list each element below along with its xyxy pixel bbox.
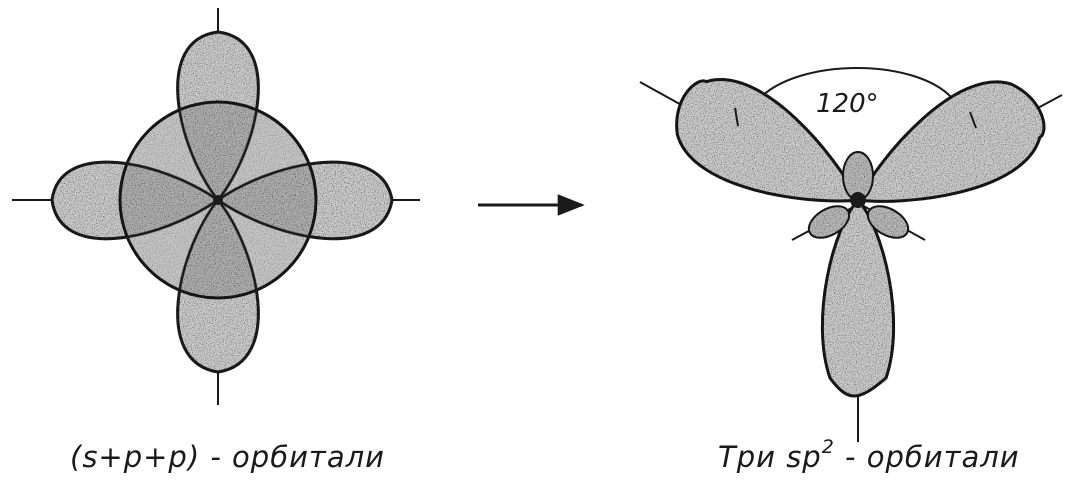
caption-sp2: Три sp2 - орбитали xyxy=(718,440,1020,474)
s-p-p-orbitals xyxy=(12,8,420,405)
caption-sp2-prefix: Три sp xyxy=(718,440,822,474)
right-nucleus xyxy=(850,192,866,208)
left-nucleus xyxy=(213,195,223,205)
caption-sp2-suffix: - орбитали xyxy=(835,440,1020,474)
caption-sp2-superscript: 2 xyxy=(822,436,835,458)
sp2-orbitals: 120° xyxy=(640,60,1062,442)
angle-label: 120° xyxy=(816,89,879,119)
caption-s-p-p: (s+p+p) - орбитали xyxy=(70,440,385,474)
